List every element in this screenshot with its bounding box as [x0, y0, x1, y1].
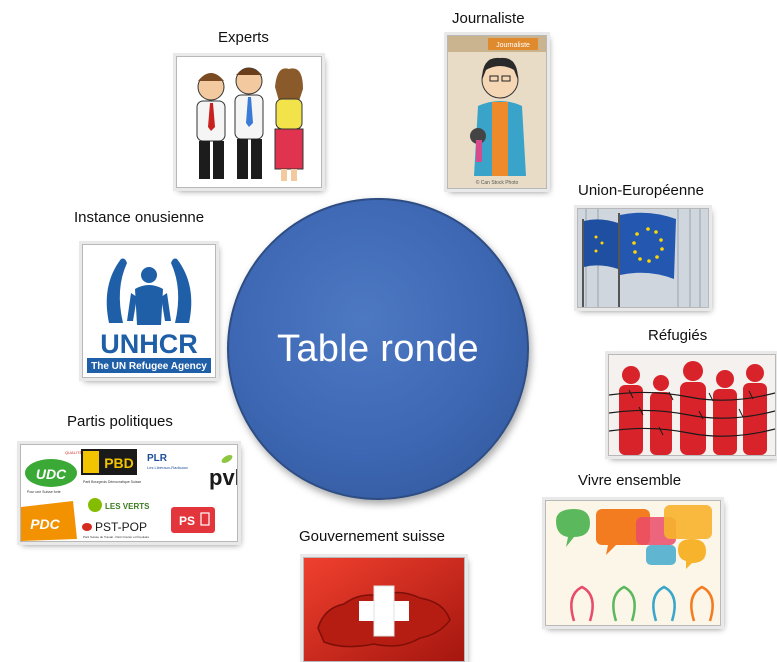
pvl-logo: pvl — [209, 465, 237, 490]
refugies-image — [608, 354, 776, 456]
pbd-logo: PBD — [104, 455, 134, 471]
journaliste-image: Journaliste © Can Stock Photo — [447, 35, 547, 189]
union-europeenne-label: Union-Européenne — [578, 182, 704, 199]
unhcr-emblem: UNHCR The UN Refugee Agency — [83, 245, 215, 377]
union-europeenne-image — [577, 208, 709, 308]
experts-label: Experts — [218, 29, 269, 46]
journaliste-caption: Journaliste — [496, 42, 530, 49]
pdc-logo: PDC — [30, 516, 60, 532]
refugees-silhouettes — [609, 355, 775, 455]
center-title: Table ronde — [277, 327, 479, 370]
instance-onusienne-label: Instance onusienne — [74, 209, 205, 226]
udc-sub: Pour une Suisse forte — [27, 490, 61, 494]
vivre-ensemble-label: Vivre ensemble — [578, 472, 682, 489]
journaliste-watermark: © Can Stock Photo — [476, 179, 519, 186]
plr-sub: Les Libéraux-Radicaux — [147, 465, 188, 470]
speech-bubbles-illustration — [546, 501, 720, 625]
vivre-ensemble-image — [545, 500, 721, 626]
eu-flags-illustration — [578, 209, 708, 307]
udc-logo: UDC — [36, 466, 67, 482]
partis-politiques-logos: UDC QUALITÉ SUISSE Pour une Suisse forte… — [20, 444, 238, 542]
unhcr-subtext: The UN Refugee Agency — [91, 361, 207, 372]
gouvernement-suisse-label: Gouvernement suisse — [299, 528, 445, 545]
pbd-sub: Parti Bourgeois Démocratique Suisse — [83, 480, 141, 484]
swiss-flag-map — [304, 558, 464, 661]
refugies-label: Réfugiés — [648, 327, 708, 344]
unhcr-logo: UNHCR The UN Refugee Agency — [82, 244, 216, 378]
table-ronde-circle: Table ronde — [227, 198, 529, 500]
ps-logo: PS — [179, 514, 195, 528]
journaliste-label: Journaliste — [452, 10, 525, 27]
pst-pop-logo: PST-POP — [95, 520, 147, 534]
experts-image — [176, 56, 322, 188]
party-logos-collage: UDC QUALITÉ SUISSE Pour une Suisse forte… — [21, 445, 237, 541]
journaliste-illustration: Journaliste © Can Stock Photo — [448, 36, 546, 188]
gouvernement-suisse-image — [303, 557, 465, 662]
experts-illustration — [177, 57, 321, 187]
les-verts-logo: LES VERTS — [105, 502, 150, 511]
partis-politiques-label: Partis politiques — [67, 413, 173, 430]
unhcr-wordmark: UNHCR — [100, 329, 198, 359]
pst-pop-sub: Parti Suisse du Travail - Parti Ouvrier … — [83, 535, 150, 539]
plr-logo: PLR — [147, 453, 168, 464]
